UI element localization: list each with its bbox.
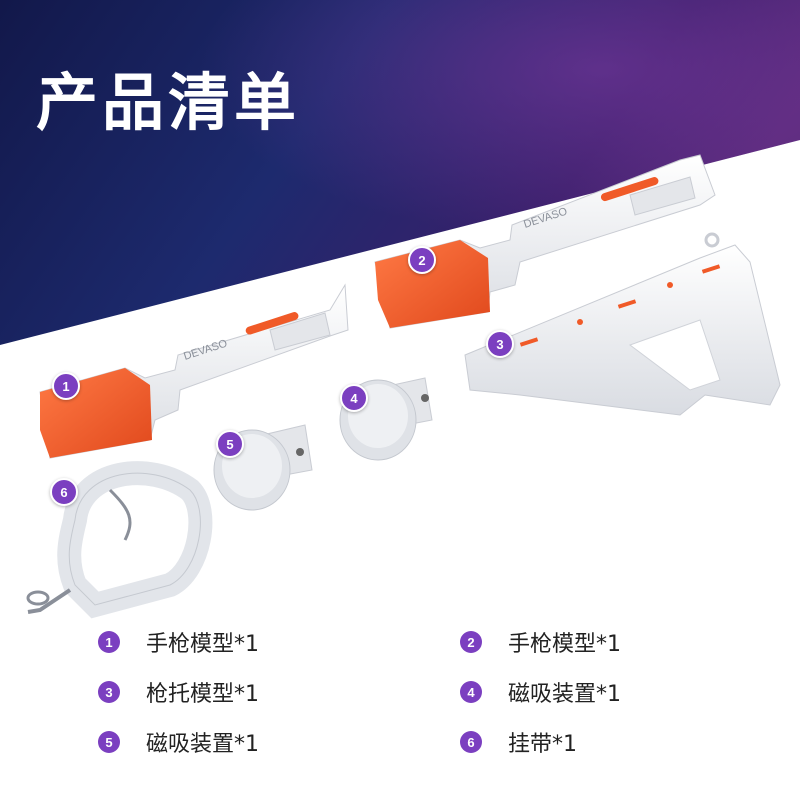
- legend-label-1: 手枪模型*1: [146, 632, 259, 657]
- image-badge-6: 6: [50, 478, 78, 506]
- legend-label-4: 磁吸装置*1: [508, 682, 621, 707]
- strap: [26, 461, 213, 619]
- magnetic-device-5: [213, 424, 313, 511]
- legend-badge-6: 6: [460, 731, 482, 753]
- image-badge-2: 2: [408, 246, 436, 274]
- legend-item-6: 6 挂带*1: [460, 722, 577, 762]
- legend-item-5: 5 磁吸装置*1: [98, 722, 259, 762]
- legend-badge-2: 2: [460, 631, 482, 653]
- image-badge-1: 1: [52, 372, 80, 400]
- page-title: 产品清单: [36, 66, 301, 139]
- image-badge-5: 5: [216, 430, 244, 458]
- image-badge-4: 4: [340, 384, 368, 412]
- legend-badge-5: 5: [98, 731, 120, 753]
- stock-model: [464, 232, 781, 416]
- pistol-model-2: DEVASO: [374, 154, 716, 329]
- legend-badge-4: 4: [460, 681, 482, 703]
- legend-badge-1: 1: [98, 631, 120, 653]
- legend-label-6: 挂带*1: [508, 732, 577, 757]
- legend-label-3: 枪托模型*1: [146, 682, 259, 707]
- legend-badge-3: 3: [98, 681, 120, 703]
- legend-item-4: 4 磁吸装置*1: [460, 672, 621, 712]
- legend-item-1: 1 手枪模型*1: [98, 622, 259, 662]
- legend-item-3: 3 枪托模型*1: [98, 672, 259, 712]
- legend-item-2: 2 手枪模型*1: [460, 622, 621, 662]
- image-badge-3: 3: [486, 330, 514, 358]
- legend-label-5: 磁吸装置*1: [146, 732, 259, 757]
- product-legend: 1 手枪模型*1 2 手枪模型*1 3 枪托模型*1 4 磁吸装置*1 5 磁吸…: [0, 620, 800, 790]
- legend-label-2: 手枪模型*1: [508, 632, 621, 657]
